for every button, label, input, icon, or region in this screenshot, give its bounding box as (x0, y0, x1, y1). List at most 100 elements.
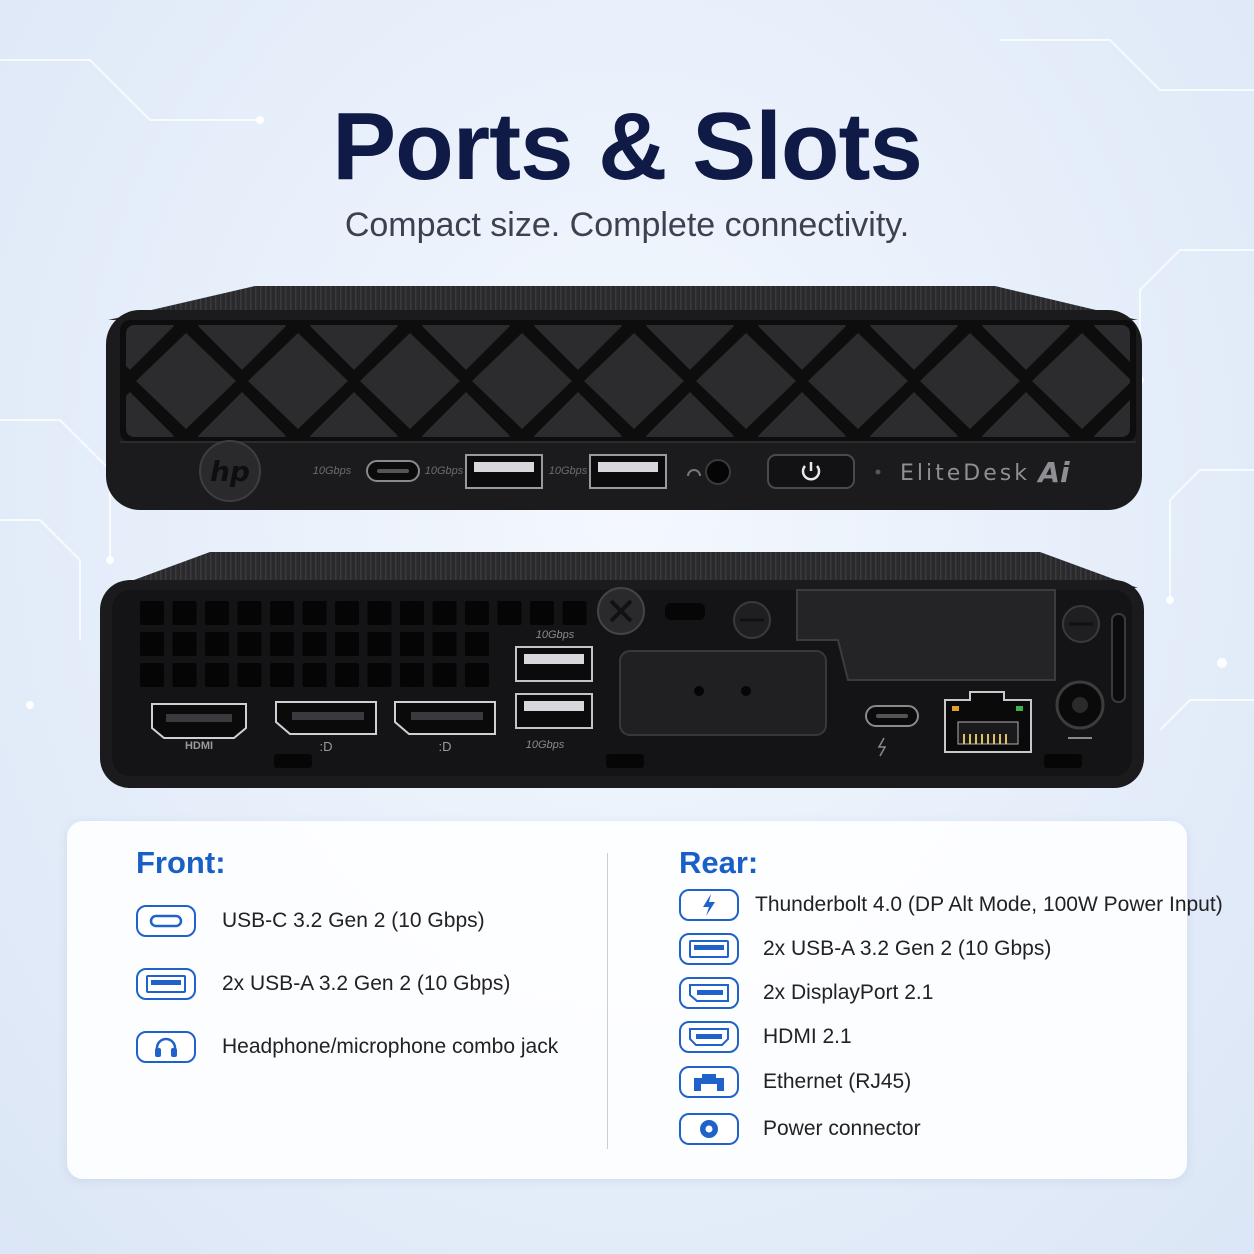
grille-diamond (310, 392, 398, 437)
rear-item-ethernet: Ethernet (RJ45) (679, 1066, 911, 1098)
rear-hdmi-label: HDMI (185, 740, 213, 752)
hp-logo-icon: hp (199, 440, 261, 502)
grille-diamond (310, 325, 398, 370)
vent-hole (465, 663, 489, 687)
rear-item-usb-a: 2x USB-A 3.2 Gen 2 (10 Gbps) (679, 933, 1051, 965)
usb-c-icon (136, 905, 196, 937)
rear-ethernet-port (944, 691, 1032, 753)
front-usb-a-port-2 (589, 454, 667, 489)
vent-hole (302, 601, 327, 625)
front-power-button (767, 454, 855, 489)
vent-hole (497, 601, 522, 625)
page-subtitle: Compact size. Complete connectivity. (344, 206, 910, 244)
specs-panel: Front: Rear: USB-C 3.2 Gen 2 (10 Gbps) 2… (67, 821, 1223, 1179)
rear-power-connector (1055, 680, 1105, 739)
vent-hole (172, 601, 197, 625)
rear-view: HDMI :D :D 10Gbps 10Gbps (100, 552, 1144, 788)
ethernet-icon (679, 1066, 739, 1098)
rear-displayport-2: :D (394, 701, 496, 754)
grille-diamond (534, 392, 622, 437)
front-usbc-speed-label: 10Gbps (313, 465, 352, 477)
rear-item-label: Ethernet (RJ45) (763, 1070, 912, 1093)
vent-hole (140, 632, 164, 656)
grille-diamond (1144, 333, 1244, 429)
front-item-usb-a: 2x USB-A 3.2 Gen 2 (10 Gbps) (136, 968, 510, 1000)
grille-diamond (360, 333, 460, 429)
grille-diamond (1206, 392, 1254, 480)
vent-hole (432, 632, 457, 656)
grille-diamond (646, 392, 734, 437)
rear-item-label: HDMI 2.1 (763, 1025, 852, 1048)
grille-diamond (422, 392, 510, 437)
vent-hole (205, 663, 229, 687)
grille-diamond (1206, 282, 1254, 370)
grille-diamond (646, 325, 734, 370)
front-item-label: Headphone/microphone combo jack (222, 1035, 559, 1058)
front-item-usb-c: USB-C 3.2 Gen 2 (10 Gbps) (136, 905, 485, 937)
rear-vent-grid (140, 601, 587, 687)
grille-diamond (808, 333, 908, 429)
headphone-icon (136, 1031, 196, 1063)
hdmi-icon (679, 1021, 739, 1053)
grille-diamond (758, 325, 846, 370)
rear-usb-a-port-2 (515, 693, 593, 729)
displayport-icon (679, 977, 739, 1009)
rear-heading: Rear: (679, 845, 759, 880)
thumb-screw-icon (597, 587, 645, 635)
grille-diamond (136, 333, 236, 429)
svg-text::D: :D (439, 739, 452, 754)
vent-hole (400, 601, 424, 625)
rear-item-label: Thunderbolt 4.0 (DP Alt Mode, 100W Power… (755, 893, 1223, 916)
vent-hole (465, 632, 489, 656)
page-title: Ports & Slots (332, 93, 923, 200)
grille-diamond (198, 325, 286, 370)
vent-hole (335, 601, 359, 625)
series-logo: Ai (1036, 456, 1070, 489)
grille-diamond (1094, 325, 1130, 370)
vent-hole (367, 632, 392, 656)
front-grille (126, 282, 1254, 480)
grille-diamond (248, 333, 348, 429)
front-usb-a-port-1 (465, 454, 543, 489)
grille-diamond (534, 325, 622, 370)
grille-diamond (982, 392, 1070, 437)
vent-hole (270, 601, 294, 625)
front-usba2-speed-label: 10Gbps (549, 465, 588, 477)
vent-hole (432, 601, 457, 625)
rear-thunderbolt-port (865, 705, 919, 757)
vent-hole (335, 663, 359, 687)
svg-text::D: :D (320, 739, 333, 754)
vent-hole (237, 601, 262, 625)
usb-a-icon (136, 968, 196, 1000)
grille-diamond (870, 392, 958, 437)
front-item-label: 2x USB-A 3.2 Gen 2 (10 Gbps) (222, 972, 511, 995)
vent-hole (400, 632, 424, 656)
thunderbolt-icon (679, 889, 739, 921)
vent-hole (530, 601, 554, 625)
vent-hole (367, 601, 392, 625)
front-view: hp 10Gbps 10Gbps 10Gbps (106, 282, 1254, 510)
rear-item-thunderbolt: Thunderbolt 4.0 (DP Alt Mode, 100W Power… (679, 889, 1223, 921)
grille-diamond (982, 325, 1070, 370)
vent-hole (432, 663, 457, 687)
rear-item-label: Power connector (763, 1117, 921, 1140)
rear-hdmi-port: HDMI (151, 703, 247, 752)
vent-hole (140, 601, 164, 625)
front-item-label: USB-C 3.2 Gen 2 (10 Gbps) (222, 909, 485, 932)
front-item-headphone: Headphone/microphone combo jack (136, 1031, 558, 1063)
power-connector-icon (679, 1113, 739, 1145)
front-usb-c-port (366, 460, 420, 482)
grille-diamond (422, 325, 510, 370)
rear-item-power: Power connector (679, 1113, 921, 1145)
svg-text:hp: hp (210, 455, 250, 488)
usb-a-icon (679, 933, 739, 965)
rear-item-label: 2x DisplayPort 2.1 (763, 981, 934, 1004)
vent-hole (465, 601, 489, 625)
vent-hole (270, 663, 294, 687)
rear-item-hdmi: HDMI 2.1 (679, 1021, 852, 1053)
vent-hole (367, 663, 392, 687)
rear-usb-a-port-1 (515, 646, 593, 682)
vent-hole (302, 663, 327, 687)
rear-item-displayport: 2x DisplayPort 2.1 (679, 977, 933, 1009)
